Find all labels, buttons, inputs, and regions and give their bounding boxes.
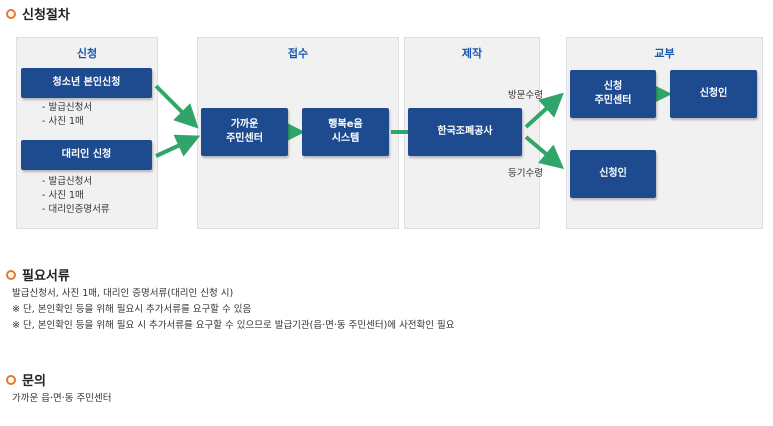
box-nearby-center: 가까운 주민센터 <box>201 108 288 156</box>
proxy-required-items: - 발급신청서 - 사진 1매 - 대리인증명서류 <box>42 175 110 217</box>
youth-required-items: - 발급신청서 - 사진 1매 <box>42 101 92 129</box>
label-registered-mail: 등기수령 <box>508 168 543 179</box>
arrow-proxy-to-center <box>155 134 201 158</box>
panel-apply-title: 신청 <box>76 47 98 60</box>
youth-item: - 사진 1매 <box>42 116 84 127</box>
section-title-process: 신청절차 <box>6 4 70 23</box>
bullet-ring-icon <box>6 374 16 385</box>
bullet-ring-icon <box>6 8 16 19</box>
box-nearby-center-line2: 주민센터 <box>226 133 263 144</box>
section-title-inquiry: 문의 <box>6 370 46 389</box>
box-youth-apply-label: 청소년 본인신청 <box>52 76 121 88</box>
box-korea-minting-label: 한국조폐공사 <box>437 125 493 137</box>
arrow-mint-to-center <box>524 92 564 129</box>
box-proxy-apply: 대리인 신청 <box>21 140 152 170</box>
panel-receipt-title: 접수 <box>287 47 309 60</box>
panel-production-title: 제작 <box>461 47 483 60</box>
bullet-ring-icon <box>6 269 16 280</box>
panel-delivery-title: 교부 <box>654 47 675 60</box>
documents-line: 발급신청서, 사진 1매, 대리인 증명서류(대리인 신청 시) <box>12 288 234 299</box>
box-nearby-center-line1: 가까운 <box>230 118 259 130</box>
box-proxy-apply-label: 대리인 신청 <box>61 148 112 160</box>
section-title-inquiry-text: 문의 <box>22 374 46 389</box>
section-title-documents-text: 필요서류 <box>22 269 70 284</box>
documents-body: 발급신청서, 사진 1매, 대리인 증명서류(대리인 신청 시) ※ 단, 본인… <box>12 286 455 334</box>
section-title-process-text: 신청절차 <box>22 8 70 23</box>
label-visit-pickup: 방문수령 <box>508 90 543 101</box>
box-applicant-mail-label: 신청인 <box>599 167 627 179</box>
box-applicant-center-line2: 주민센터 <box>594 95 632 106</box>
box-applicant-center-line1: 신청 <box>603 80 623 92</box>
youth-item: - 발급신청서 <box>42 102 93 113</box>
documents-note: ※ 단, 본인확인 등을 위해 필요 시 추가서류를 요구할 수 있으므로 발급… <box>12 320 455 331</box>
box-applicant-center: 신청 주민센터 <box>570 70 656 118</box>
box-haengbok-system-line2: 시스템 <box>331 133 360 144</box>
box-applicant-visit-label: 신청인 <box>699 87 728 99</box>
arrow-mint-to-applicant <box>524 135 565 170</box>
proxy-item: - 발급신청서 <box>42 176 93 187</box>
proxy-item: - 사진 1매 <box>42 190 84 201</box>
arrow-youth-to-center <box>154 84 199 129</box>
box-haengbok-system-line1: 행복e음 <box>328 118 363 130</box>
box-korea-minting: 한국조폐공사 <box>408 108 522 156</box>
documents-note: ※ 단, 본인확인 등을 위해 필요시 추가서류를 요구할 수 있음 <box>12 304 252 315</box>
section-title-documents: 필요서류 <box>6 265 70 284</box>
inquiry-line: 가까운 읍·면·동 주민센터 <box>12 393 112 404</box>
box-applicant-visit: 신청인 <box>670 70 757 118</box>
proxy-item: - 대리인증명서류 <box>42 204 110 215</box>
box-youth-apply: 청소년 본인신청 <box>21 68 152 98</box>
inquiry-body: 가까운 읍·면·동 주민센터 <box>12 391 111 407</box>
box-haengbok-system: 행복e음 시스템 <box>302 108 389 156</box>
box-applicant-mail: 신청인 <box>570 150 656 198</box>
